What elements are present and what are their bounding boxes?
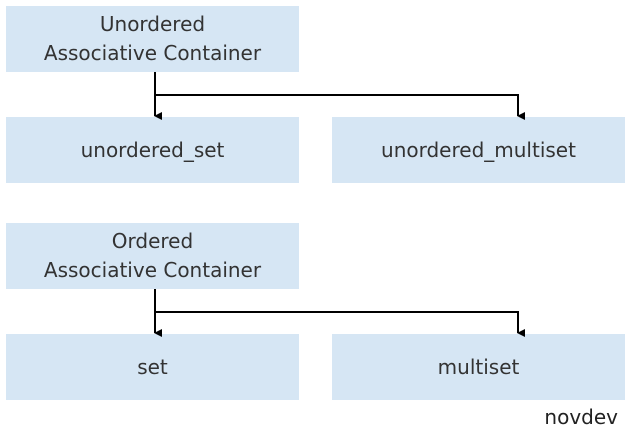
connector-unordered-to-unordered-multiset bbox=[155, 94, 525, 120]
watermark-text: novdev bbox=[544, 405, 618, 429]
unordered-multiset-box: unordered_multiset bbox=[332, 117, 625, 183]
multiset-box: multiset bbox=[332, 334, 625, 400]
unordered-set-box: unordered_set bbox=[6, 117, 299, 183]
multiset-label: multiset bbox=[437, 354, 520, 379]
ordered-associative-container-box: Ordered Associative Container bbox=[6, 223, 299, 289]
set-label: set bbox=[137, 354, 168, 379]
unordered-associative-container-label: Unordered Associative Container bbox=[43, 12, 262, 65]
set-box: set bbox=[6, 334, 299, 400]
unordered-associative-container-box: Unordered Associative Container bbox=[6, 6, 299, 72]
unordered-multiset-label: unordered_multiset bbox=[381, 137, 576, 162]
connector-ordered-to-multiset bbox=[155, 311, 525, 337]
ordered-associative-container-label: Ordered Associative Container bbox=[43, 229, 262, 282]
unordered-set-label: unordered_set bbox=[80, 137, 225, 162]
